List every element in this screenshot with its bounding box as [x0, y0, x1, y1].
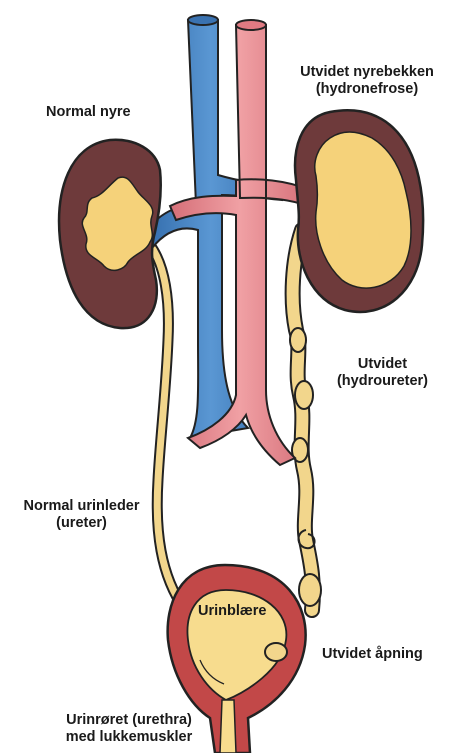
label-bladder-text: Urinblære	[198, 603, 267, 620]
label-dilated-opening-text: Utvidet åpning	[322, 646, 423, 663]
label-hydronephrosis-line1: Utvidet nyrebekken	[287, 64, 447, 81]
label-normal-ureter-line2: (ureter)	[4, 515, 159, 532]
urethra	[220, 700, 236, 753]
label-hydroureter-line1: Utvidet	[320, 356, 445, 373]
label-normal-kidney-text: Normal nyre	[46, 104, 131, 121]
label-normal-kidney: Normal nyre	[46, 104, 131, 121]
label-bladder: Urinblære	[198, 603, 267, 620]
label-hydronephrosis: Utvidet nyrebekken (hydronefrose)	[287, 64, 447, 98]
label-hydroureter-line2: (hydroureter)	[320, 373, 445, 390]
label-urethra-line2: med lukkemuskler	[40, 729, 218, 746]
label-urethra-line1: Urinrøret (urethra)	[40, 712, 218, 729]
aorta-top	[236, 20, 266, 30]
label-urethra: Urinrøret (urethra) med lukkemuskler	[40, 712, 218, 746]
label-normal-ureter: Normal urinleder (ureter)	[4, 498, 159, 532]
vena-cava-top	[188, 15, 218, 25]
label-hydronephrosis-line2: (hydronefrose)	[287, 81, 447, 98]
label-hydroureter: Utvidet (hydroureter)	[320, 356, 445, 390]
label-dilated-opening: Utvidet åpning	[322, 646, 423, 663]
label-normal-ureter-line1: Normal urinleder	[4, 498, 159, 515]
dilated-opening	[265, 643, 287, 661]
